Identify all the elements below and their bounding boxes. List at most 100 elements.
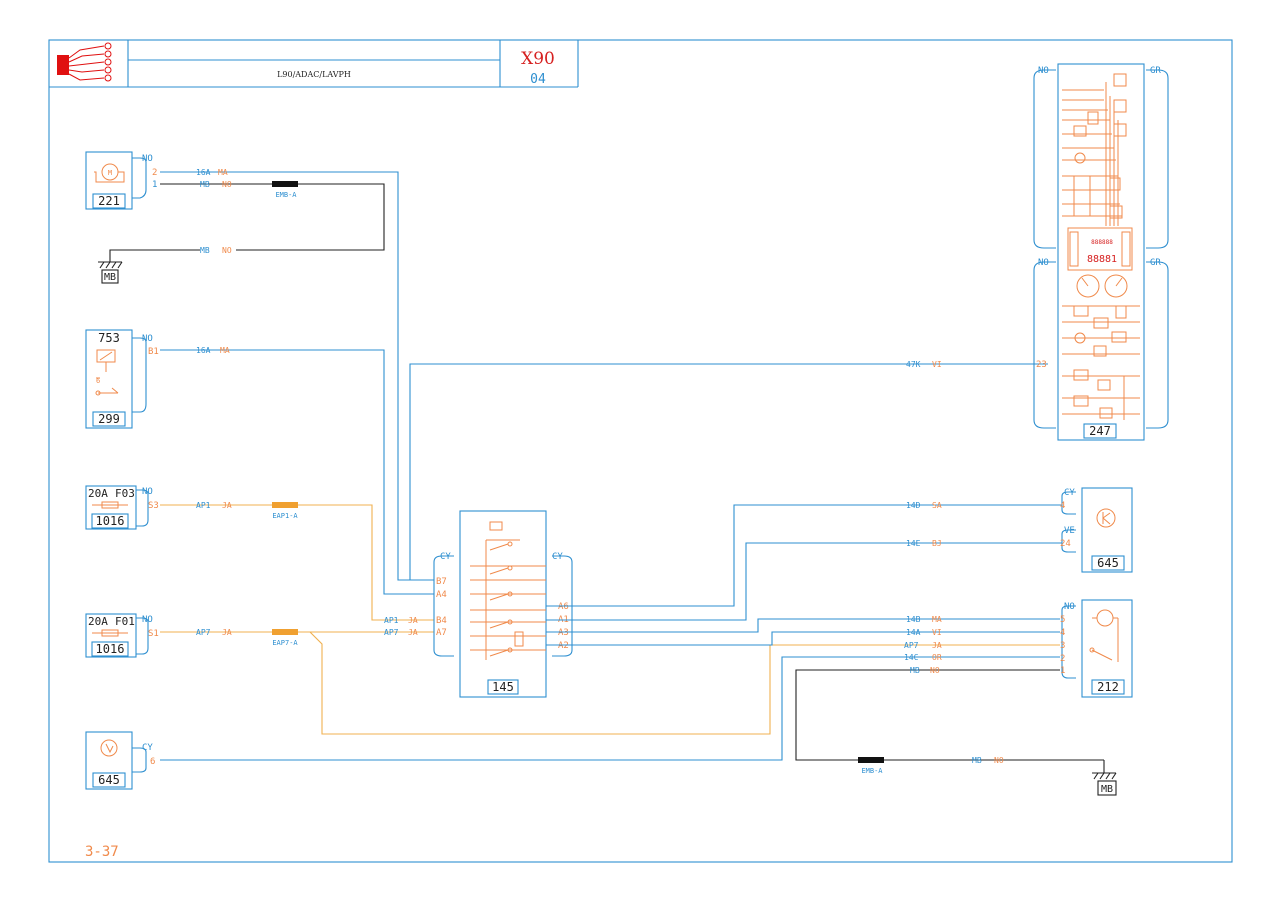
svg-text:MB: MB [910,666,920,675]
ground-icon: MB [1101,784,1113,795]
diagram-subtitle: L90/ADAC/LAVPH [277,70,351,79]
svg-text:1016: 1016 [96,514,125,528]
svg-text:JA: JA [408,628,418,637]
svg-text:MA: MA [218,168,228,177]
svg-text:AP7: AP7 [904,641,919,650]
pin-label: 6 [150,757,155,767]
splice-eap1-a [272,502,298,508]
fuse-f01: 20A F01 1016 NO S1 [85,613,159,658]
svg-text:AP7: AP7 [196,628,211,637]
pin-label: NO [1064,602,1075,612]
pin-label: S1 [148,629,159,639]
wire-14c [160,656,1060,761]
svg-text:20A: 20A [88,615,108,628]
component-212: 212 NO 5 4 3 2 1 [1060,599,1133,698]
svg-text:14D: 14D [906,501,921,510]
splice-emb-a-bottom [858,757,884,763]
component-247: 247 NO GR NO GR 23 888888 88881 [1033,63,1169,441]
component-221: 221 M NO 2 1 [85,151,157,210]
wire-ap1 [160,504,434,621]
svg-text:16A: 16A [196,346,211,355]
ground-right: MB [1092,760,1117,796]
pin-label: 5 [1060,615,1065,625]
svg-text:NO: NO [222,180,232,189]
svg-text:EAP7-A: EAP7-A [272,639,298,647]
svg-text:1016: 1016 [96,642,125,656]
svg-text:VI: VI [932,628,942,637]
svg-text:JA: JA [932,641,942,650]
pin-label: A3 [558,628,569,638]
ground-icon: MB [104,272,116,283]
svg-text:EMB-A: EMB-A [861,767,883,775]
wire-mb-221 [160,183,385,251]
pin-label: NO [142,487,153,497]
svg-text:JA: JA [222,501,232,510]
wire-14e [546,542,1062,621]
pin-label: NO [142,154,153,164]
pin-label: A7 [436,628,447,638]
svg-text:M: M [108,169,112,177]
pin-label: NO [142,615,153,625]
display-mid: 88881 [1087,254,1117,265]
splice-emb-a-top [272,181,298,187]
instrument-cluster-icon: 888888 88881 [1062,73,1140,420]
svg-text:14A: 14A [906,628,921,637]
svg-text:645: 645 [98,773,120,787]
pin-label: 4 [1060,501,1065,511]
svg-text:EMB-A: EMB-A [275,191,297,199]
motor-icon [1096,609,1114,627]
svg-text:MA: MA [932,615,942,624]
sensor-icon [1096,508,1116,528]
svg-text:14B: 14B [906,615,921,624]
svg-text:145: 145 [492,680,514,694]
pin-label: S3 [148,501,159,511]
wire-mb-212 [795,669,1104,761]
svg-text:47K: 47K [906,360,921,369]
pin-label: 4 [1060,628,1065,638]
pin-label: CY [552,552,563,562]
svg-text:F03: F03 [115,487,135,500]
component-645-left: 645 CY 6 [85,731,155,790]
pin-label: CY [142,743,153,753]
svg-text:6: 6 [96,377,100,385]
page-reference: 3-37 [85,844,119,860]
svg-text:14C: 14C [904,653,919,662]
title-block: L90/ADAC/LAVPH X90 04 [49,40,579,88]
wire-14b [546,618,1060,633]
svg-text:NO: NO [222,246,232,255]
pin-label: NO [142,334,153,344]
svg-text:MB: MB [972,756,982,765]
svg-text:BJ: BJ [932,539,942,548]
gauge-icon [1076,274,1128,298]
wire-16a-299 [160,349,434,595]
svg-text:JA: JA [222,628,232,637]
svg-text:MB: MB [200,180,210,189]
diagram-code-index: 04 [530,72,546,87]
svg-text:AP1: AP1 [384,616,399,625]
svg-text:AP7: AP7 [384,628,399,637]
motor-icon: M [94,163,125,183]
component-645-right: 645 CY 4 VE 24 [1060,487,1133,573]
pin-label: GR [1150,258,1161,268]
page-frame [48,39,1233,863]
svg-text:20A: 20A [88,487,108,500]
pin-label: CY [440,552,451,562]
svg-text:OR: OR [932,653,942,662]
fuse-icon [92,501,128,509]
pin-label: 2 [152,168,157,178]
svg-text:MA: MA [220,346,230,355]
wiring-harness-logo-icon [57,42,112,82]
pin-label: NO [1038,258,1049,268]
wire-14d [546,504,1062,607]
component-145: 145 CY B7 A4 B4 A7 CY A6 A1 A3 A2 [433,510,573,698]
ground-left: MB [98,249,200,284]
pin-label: GR [1150,66,1161,76]
wire-16a-221 [160,171,434,581]
pin-label: 3 [1060,641,1065,651]
svg-text:221: 221 [98,194,120,208]
pin-label: B1 [148,347,159,357]
svg-text:SA: SA [932,501,942,510]
svg-text:753: 753 [98,331,120,345]
